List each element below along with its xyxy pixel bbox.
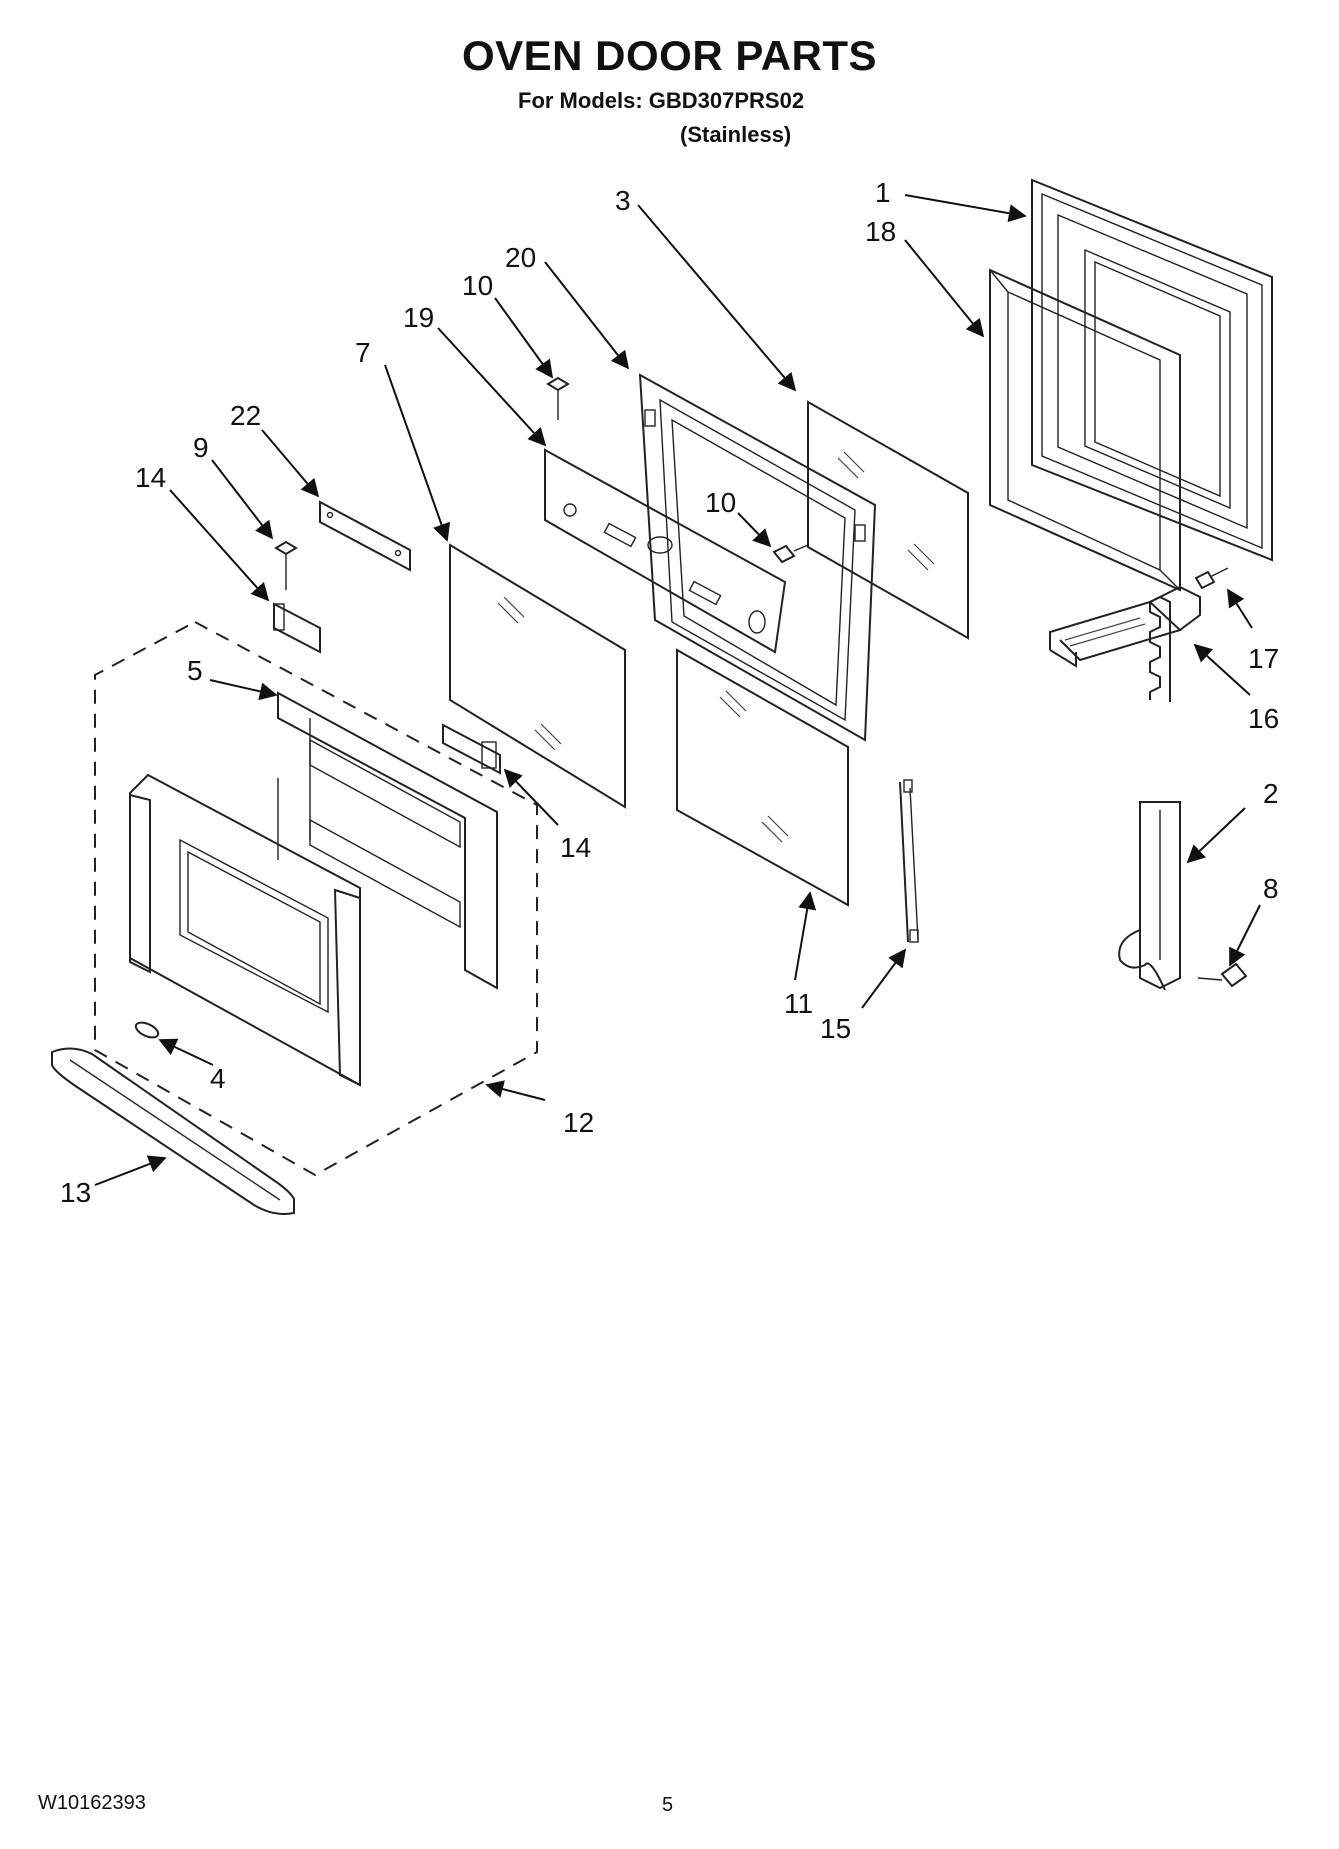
callout-16: 16 <box>1248 703 1279 734</box>
part-14-bracket-right <box>442 723 501 775</box>
part-18-gasket-frame <box>989 268 1181 592</box>
callout-7: 7 <box>355 337 371 368</box>
page-number: 5 <box>662 1794 674 1816</box>
callout-3: 3 <box>615 185 631 216</box>
callout-22: 22 <box>230 400 261 431</box>
callout-14-left: 14 <box>135 462 166 493</box>
models-line: For Models: GBD307PRS02 <box>518 88 805 113</box>
callout-5: 5 <box>187 655 203 686</box>
callout-8: 8 <box>1263 873 1279 904</box>
callout-10-middle: 10 <box>705 487 736 518</box>
part-8-screw <box>1197 962 1248 988</box>
callout-10-top: 10 <box>462 270 493 301</box>
part-5-reinforcement <box>277 691 498 990</box>
leader-lines <box>94 194 1261 1186</box>
callout-4: 4 <box>210 1063 226 1094</box>
callout-2: 2 <box>1263 778 1279 809</box>
callout-11: 11 <box>784 988 813 1019</box>
part-13-handle <box>51 1047 295 1215</box>
page-title: OVEN DOOR PARTS <box>461 32 878 79</box>
part-16-bracket <box>1049 585 1201 668</box>
document-number: W10162393 <box>38 1792 146 1814</box>
outer-door-panel <box>129 773 361 1087</box>
part-19-plate <box>544 448 787 654</box>
part-20-inner-liner <box>638 373 877 742</box>
part-4-badge <box>134 1021 160 1039</box>
part-3-glass-panel <box>807 400 969 640</box>
callout-20: 20 <box>505 242 536 273</box>
callout-labels: 1 18 3 20 10 19 7 22 9 14 5 10 14 11 15 … <box>60 177 1279 1208</box>
part-14-bracket-left <box>273 602 321 654</box>
part-10-screw-middle <box>772 544 809 564</box>
callout-19: 19 <box>403 302 434 333</box>
callout-17: 17 <box>1248 643 1279 674</box>
callout-13: 13 <box>60 1177 91 1208</box>
callout-1: 1 <box>875 177 891 208</box>
part-7-glass-panel <box>449 543 626 809</box>
callout-12: 12 <box>563 1107 594 1138</box>
part-17-screw <box>1194 567 1229 590</box>
part-9-screw <box>274 540 298 590</box>
part-11-glass-panel <box>676 648 849 907</box>
callout-14-right: 14 <box>560 832 591 863</box>
callout-15: 15 <box>820 1013 851 1044</box>
callout-18: 18 <box>865 216 896 247</box>
part-15-side-rail <box>899 779 919 943</box>
part-2-hinge <box>1118 595 1181 991</box>
callout-9: 9 <box>193 432 209 463</box>
part-12-assembly-outline <box>94 620 538 1177</box>
part-1-outer-door-frame <box>1031 178 1273 562</box>
part-22-bracket <box>319 500 411 572</box>
finish-line: (Stainless) <box>680 122 792 147</box>
part-10-screw-top <box>546 376 570 420</box>
